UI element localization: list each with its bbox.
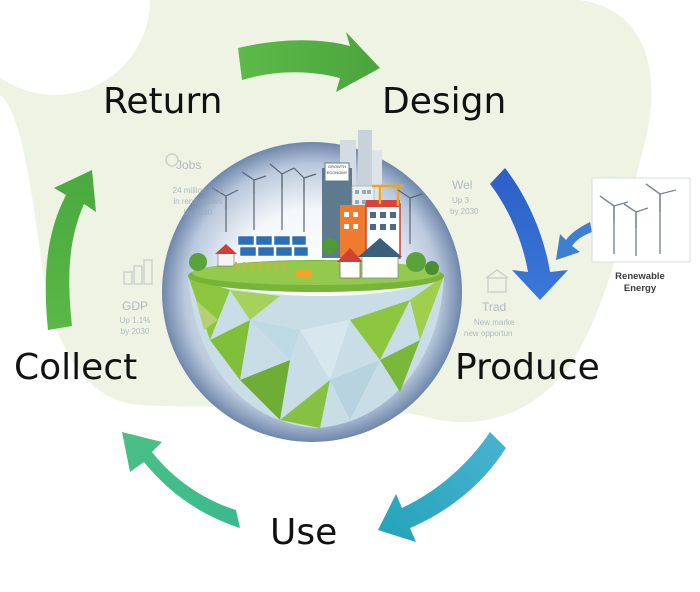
jobs-stat-line1: 24 million jobs <box>172 186 224 195</box>
renewable-energy-caption: Renewable Energy <box>600 271 680 296</box>
gdp-stat-title: GDP <box>122 299 149 313</box>
stage-collect: Collect <box>14 347 138 388</box>
gdp-stat-icon <box>123 259 153 285</box>
trade-stat-title: Trad <box>482 300 507 314</box>
jobs-stat-icon <box>165 153 179 167</box>
renewable-caption-line1: Renewable <box>615 271 665 282</box>
gdp-stat-line2: by 2030 <box>120 327 150 336</box>
stage-return: Return <box>103 81 223 122</box>
arrow-use-to-collect <box>122 432 240 528</box>
globe <box>188 260 444 428</box>
arrow-produce-to-use <box>378 432 506 542</box>
jobs-stat-line3: by 2030 <box>183 208 213 217</box>
stage-produce: Produce <box>455 347 600 388</box>
jobs-stat-line2: in renewables <box>173 197 223 206</box>
growth-economy-sign-line2: ECONOMY <box>326 170 348 175</box>
stage-use: Use <box>270 512 338 553</box>
arrow-collect-to-return <box>45 170 96 330</box>
corner-circle <box>0 0 150 95</box>
trade-stat-line2: new opportun <box>464 329 513 338</box>
welfare-stat-title: Wel <box>452 178 473 192</box>
renewable-caption-line2: Energy <box>623 283 657 295</box>
city-skyline <box>189 130 439 279</box>
arrow-renewable-input <box>556 222 592 260</box>
welfare-stat-line2: by 2030 <box>450 207 479 216</box>
stage-design: Design <box>382 81 507 122</box>
welfare-stat-line1: Up 3 <box>452 196 469 205</box>
arrow-design-to-produce <box>490 168 568 300</box>
trade-stat-line1: New marke <box>474 318 515 327</box>
arrow-return-to-design <box>238 32 380 92</box>
renewable-energy-inset <box>591 177 691 263</box>
jobs-stat-title: Jobs <box>176 158 202 172</box>
growth-economy-sign-line1: GROWTH <box>327 164 347 169</box>
gdp-stat-line1: Up 1.1% <box>119 316 151 325</box>
trade-stat-icon <box>485 269 509 293</box>
